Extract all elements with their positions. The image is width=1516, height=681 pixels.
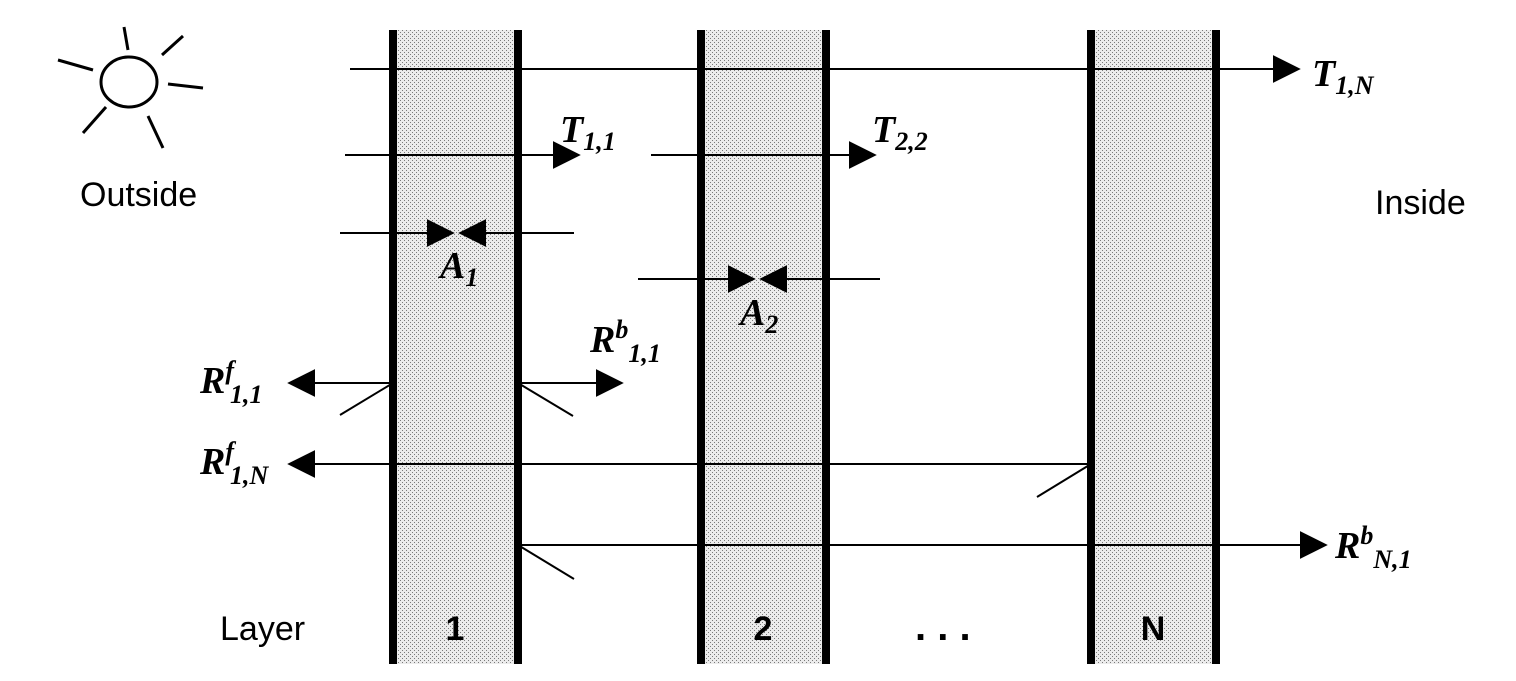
layer-2 (697, 30, 830, 664)
label-t-11: T1,1 (560, 109, 616, 156)
layer-n (1087, 30, 1220, 664)
ellipsis-dots: . . . (915, 605, 971, 649)
incident-rf-11 (339, 382, 394, 416)
label-rb-n1: RbN,1 (1334, 521, 1412, 574)
label-a-1: A1 (438, 245, 478, 292)
incident-rb-11 (517, 382, 574, 417)
label-a-2: A2 (738, 292, 778, 339)
layer-n-number: N (1141, 610, 1166, 648)
layer-1-number: 1 (446, 610, 465, 648)
layer-label: Layer (220, 610, 305, 648)
sun-icon (57, 26, 204, 149)
incident-rf-1n (1036, 463, 1092, 498)
label-rb-11: Rb1,1 (589, 315, 661, 368)
inside-label: Inside (1375, 184, 1466, 222)
incident-rb-n1 (517, 544, 575, 580)
label-t-1n: T1,N (1312, 53, 1375, 100)
outside-label: Outside (80, 176, 197, 214)
layer-1 (389, 30, 522, 664)
label-t-22: T2,2 (872, 109, 928, 156)
layer-2-number: 2 (754, 610, 773, 648)
